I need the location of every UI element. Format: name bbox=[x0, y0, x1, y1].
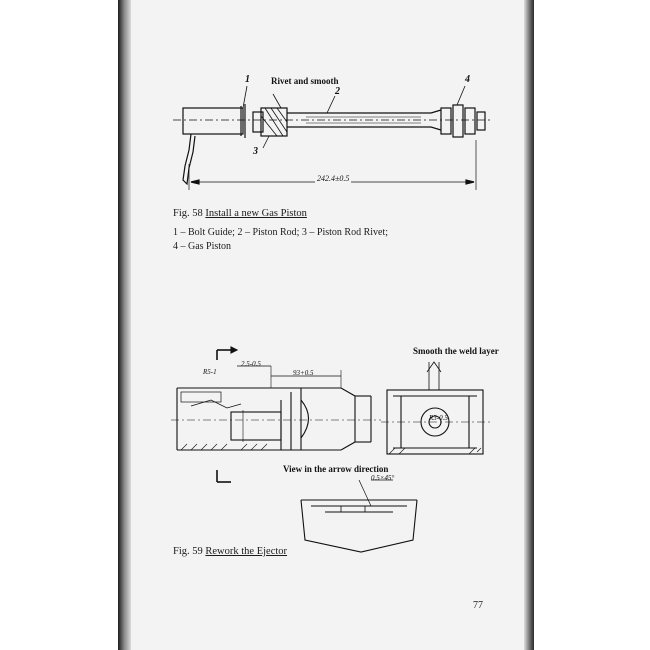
dimension-chamfer: 0.5×45° bbox=[371, 474, 395, 482]
dimension-r5: R5-1 bbox=[203, 368, 217, 376]
scan-shadow-right bbox=[524, 0, 534, 650]
scan-shadow-left bbox=[118, 0, 132, 650]
dimension-length: 242.4±0.5 bbox=[315, 174, 352, 183]
document-page: Rivet and smooth 1 2 3 4 242.4±0.5 Fig. … bbox=[131, 0, 525, 650]
annotation-rivet-and-smooth: Rivet and smooth bbox=[271, 76, 339, 86]
figure-59-caption: Fig. 59 Rework the Ejector bbox=[173, 546, 287, 557]
dimension-93: 93+0.5 bbox=[293, 369, 314, 377]
legend-line-1: 1 – Bolt Guide; 2 – Piston Rod; 3 – Pist… bbox=[173, 227, 389, 238]
dimension-2-5: 2.5-0.5 bbox=[241, 360, 261, 368]
figure-59-drawing bbox=[171, 346, 491, 553]
legend-line-2: 4 – Gas Piston bbox=[173, 241, 232, 252]
page-number: 77 bbox=[473, 600, 483, 611]
annotation-smooth-weld-layer: Smooth the weld layer bbox=[413, 346, 499, 356]
callout-4: 4 bbox=[465, 74, 470, 85]
figure-58-legend: 1 – Bolt Guide; 2 – Piston Rod; 3 – Pist… bbox=[173, 226, 388, 254]
figure-58-caption: Fig. 58 Install a new Gas Piston bbox=[173, 208, 307, 219]
callout-1: 1 bbox=[245, 74, 250, 85]
annotation-view-arrow-direction: View in the arrow direction bbox=[283, 464, 389, 474]
figure-59-title: Rework the Ejector bbox=[205, 546, 288, 557]
callout-3: 3 bbox=[253, 146, 258, 157]
callout-2: 2 bbox=[335, 86, 340, 97]
figure-58-prefix: Fig. 58 bbox=[173, 208, 203, 219]
figure-59-prefix: Fig. 59 bbox=[173, 546, 203, 557]
figure-58-title: Install a new Gas Piston bbox=[205, 208, 307, 219]
dimension-r3: R3-0.5 bbox=[429, 414, 448, 422]
